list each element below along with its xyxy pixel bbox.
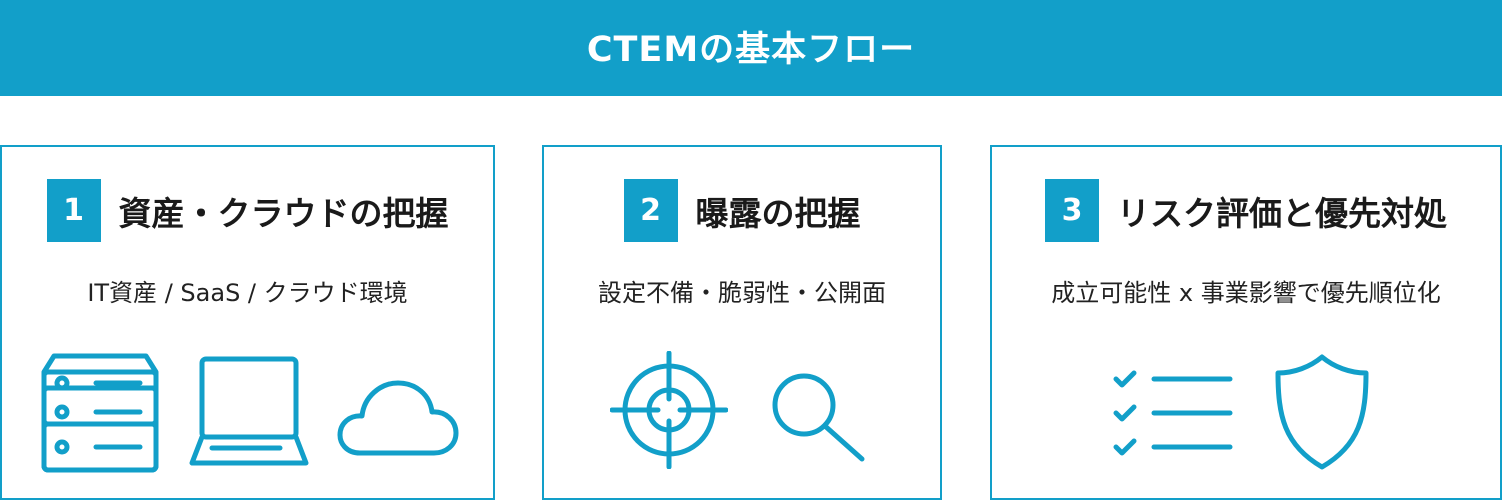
page-title: CTEMの基本フロー: [586, 29, 916, 70]
step-header: 3 リスク評価と優先対処: [992, 179, 1500, 242]
step-number-badge: 2: [623, 179, 678, 242]
checklist-icon: [1112, 369, 1236, 459]
step-description: 設定不備・脆弱性・公開面: [598, 279, 886, 307]
cloud-icon: [336, 379, 460, 459]
crosshair-target-icon: [610, 351, 728, 469]
step-header: 1 資産・クラウドの把握: [2, 179, 493, 242]
step-card-3: 3 リスク評価と優先対処 成立可能性 x 事業影響で優先順位化: [990, 145, 1502, 500]
step-description: 成立可能性 x 事業影響で優先順位化: [1051, 279, 1441, 307]
step-header: 2 曝露の把握: [544, 179, 940, 242]
server-rack-icon: [40, 352, 160, 474]
step-number-badge: 3: [1045, 179, 1099, 242]
step-card-1: 1 資産・クラウドの把握 IT資産 / SaaS / クラウド環境: [0, 145, 495, 500]
magnifier-icon: [770, 371, 870, 463]
step-title: 資産・クラウドの把握: [118, 193, 449, 233]
step-title: 曝露の把握: [695, 193, 861, 233]
laptop-icon: [188, 355, 310, 469]
step-description: IT資産 / SaaS / クラウド環境: [87, 279, 408, 307]
step-number-badge: 1: [46, 179, 101, 242]
step-title: リスク評価と優先対処: [1117, 193, 1447, 233]
shield-icon: [1272, 353, 1372, 471]
header-banner: CTEMの基本フロー: [0, 0, 1502, 96]
step-card-2: 2 曝露の把握 設定不備・脆弱性・公開面: [542, 145, 942, 500]
